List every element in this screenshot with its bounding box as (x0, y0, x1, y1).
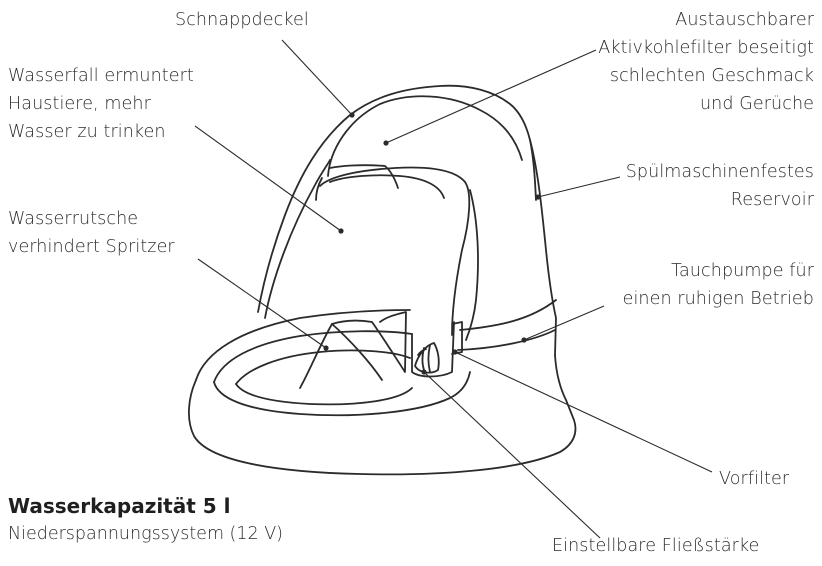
hood-inner-right (466, 190, 478, 340)
dot-prefilter (452, 349, 457, 354)
label-filter: Austauschbarer Aktivkohlefilter beseitig… (598, 6, 814, 118)
label-line: Vorfilter (719, 465, 789, 493)
hood-outer (258, 86, 556, 355)
dot-pump (521, 337, 526, 342)
label-line: Tauchpumpe für (623, 257, 814, 285)
lid-seam (328, 96, 522, 176)
label-line: Wasserfall ermuntert (8, 62, 194, 90)
label-waterfall: Wasserfall ermuntert Haustiere, mehr Was… (8, 62, 194, 146)
pump-housing (412, 322, 454, 377)
label-line: Wasser zu trinken (8, 118, 194, 146)
label-reservoir: Spülmaschinenfestes Reservoir (626, 158, 814, 214)
label-line: Reservoir (626, 186, 814, 214)
label-line: verhindert Spritzer (8, 233, 175, 261)
hood-mouth-inner (330, 175, 444, 198)
leader-reservoir (538, 177, 620, 197)
label-line: Spülmaschinenfestes (626, 158, 814, 186)
leader-snap-lid (282, 40, 352, 115)
label-flow: Einstellbare Fließstärke (552, 532, 759, 560)
label-line: und Gerüche (598, 90, 814, 118)
flow-knob (415, 343, 439, 373)
leader-flow (424, 372, 600, 538)
capacity-title: Wasserkapazität 5 l (8, 494, 231, 518)
dot-flow (421, 369, 426, 374)
dot-reservoir (535, 194, 540, 199)
dot-snap-lid (349, 112, 354, 117)
label-snap-lid: Schnappdeckel (175, 6, 309, 34)
label-line: Haustiere, mehr (8, 90, 194, 118)
label-pump: Tauchpumpe für einen ruhigen Betrieb (623, 257, 814, 313)
leader-pump (524, 306, 604, 340)
label-line: einen ruhigen Betrieb (623, 285, 814, 313)
leader-slide (198, 259, 326, 348)
bowl-floor (236, 350, 410, 384)
label-line: Einstellbare Fließstärke (552, 532, 759, 560)
leader-prefilter (455, 352, 712, 472)
dot-filter (383, 140, 388, 145)
label-line: Aktivkohlefilter beseitigt (598, 34, 814, 62)
label-line: Austauschbarer (598, 6, 814, 34)
label-slide: Wasserrutsche verhindert Spritzer (8, 205, 175, 261)
label-line: Schnappdeckel (175, 6, 309, 34)
base-rim-outer (196, 310, 410, 380)
label-line: Wasserrutsche (8, 205, 175, 233)
label-line: schlechten Geschmack (598, 62, 814, 90)
dot-slide (323, 345, 328, 350)
dot-waterfall (338, 228, 343, 233)
bowl-floor-front (236, 384, 412, 404)
capacity-subtitle: Niederspannungssystem (12 V) (8, 524, 283, 544)
label-prefilter: Vorfilter (719, 465, 789, 493)
